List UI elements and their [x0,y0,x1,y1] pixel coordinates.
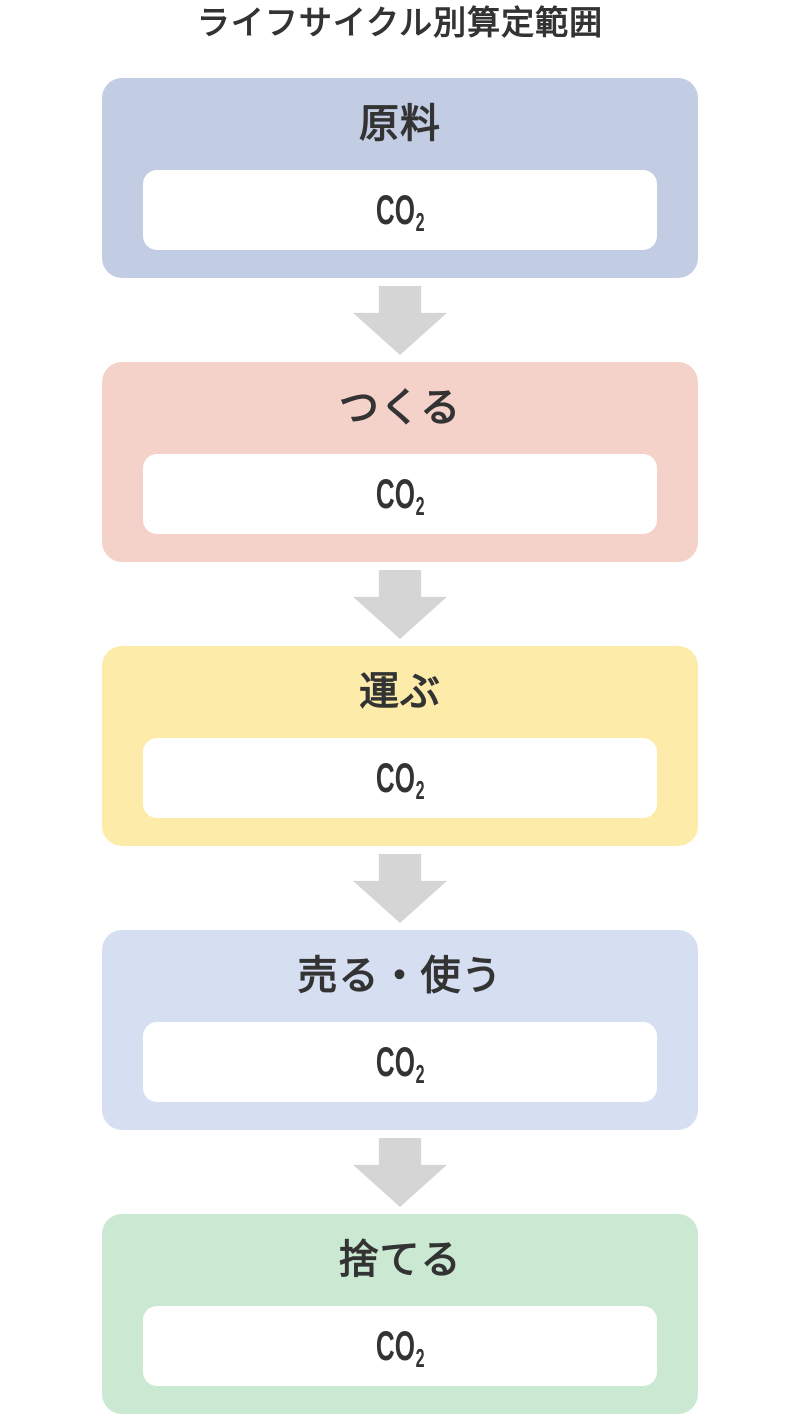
stage-make-label: つくる [338,386,462,430]
co2-subscript: 2 [415,491,425,521]
down-arrow-icon [353,286,447,355]
down-arrow-icon [353,854,447,923]
arrow-gap [0,562,800,646]
stage-make: つくる CO2 [102,362,698,562]
co2-box: CO2 [143,1306,657,1386]
co2-label: CO2 [375,1322,425,1373]
co2-text: CO [375,186,415,233]
co2-text: CO [375,1322,415,1369]
page-title: ライフサイクル別算定範囲 [196,4,604,41]
arrow-gap [0,278,800,362]
co2-box: CO2 [143,1022,657,1102]
co2-box: CO2 [143,738,657,818]
arrow-gap [0,846,800,930]
co2-label: CO2 [375,754,425,805]
stage-sell-use: 売る・使う CO2 [102,930,698,1130]
co2-text: CO [375,1038,415,1085]
arrow-gap [0,1130,800,1214]
co2-subscript: 2 [415,775,425,805]
down-arrow-icon [353,570,447,639]
co2-label: CO2 [375,470,425,521]
stage-transport: 運ぶ CO2 [102,646,698,846]
co2-box: CO2 [143,454,657,534]
co2-subscript: 2 [415,207,425,237]
down-arrow-icon [353,1138,447,1207]
stage-raw-material-label: 原料 [359,102,441,146]
co2-label: CO2 [375,186,425,237]
co2-text: CO [375,754,415,801]
stage-transport-label: 運ぶ [359,670,441,714]
co2-subscript: 2 [415,1059,425,1089]
stage-sell-use-label: 売る・使う [297,954,503,998]
co2-text: CO [375,470,415,517]
co2-label: CO2 [375,1038,425,1089]
co2-subscript: 2 [415,1343,425,1373]
stage-raw-material: 原料 CO2 [102,78,698,278]
co2-box: CO2 [143,170,657,250]
stage-dispose: 捨てる CO2 [102,1214,698,1414]
stage-dispose-label: 捨てる [338,1238,462,1282]
